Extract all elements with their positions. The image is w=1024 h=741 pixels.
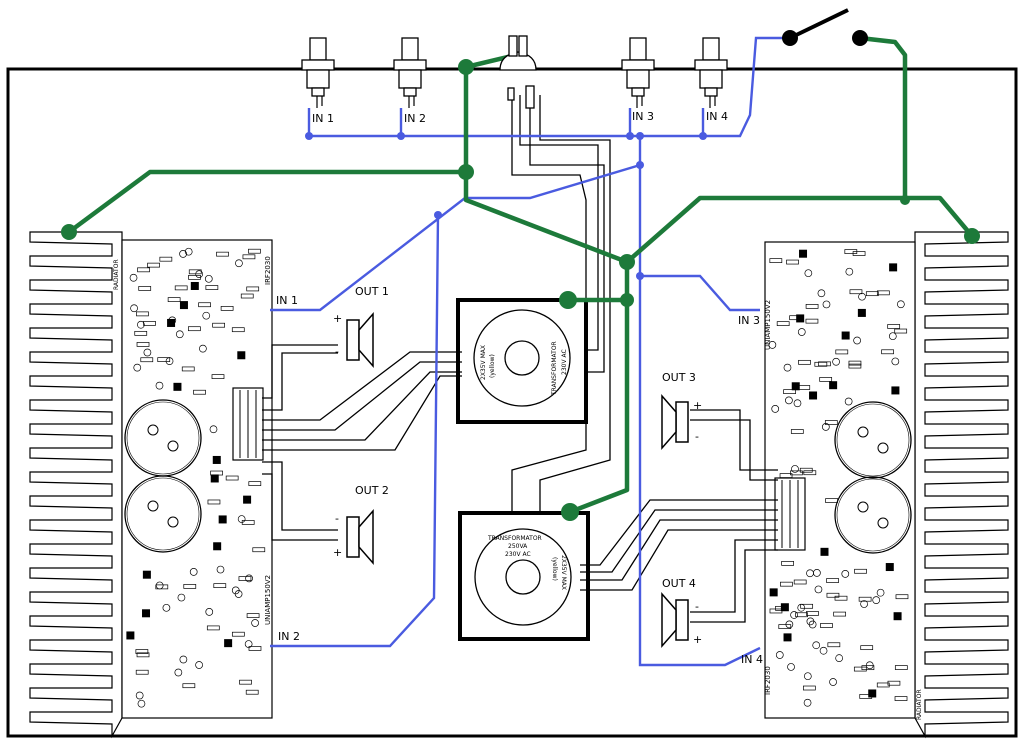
polarity-out3-plus: +	[693, 399, 702, 412]
heatsink-right-icon	[914, 231, 1009, 739]
label-out3: OUT 3	[662, 371, 696, 384]
pcb-left-bottom-id: UNIAMP150V2	[264, 575, 272, 625]
signal-junctions	[305, 132, 707, 280]
transformer-top: TRANSFORMATOR 230V AC 2X35V MAX (yellow)	[456, 298, 588, 424]
radiator-right-label: RADIATOR	[916, 689, 923, 720]
speaker-icon	[661, 592, 689, 648]
black-wiring	[262, 95, 778, 623]
label-in2-jack: IN 2	[404, 112, 426, 125]
svg-text:RADIATOR: RADIATOR	[113, 259, 120, 290]
transformer-bottom-note: (yellow)	[551, 557, 558, 581]
label-out4: OUT 4	[662, 577, 696, 590]
toroid-transformer-icon	[473, 309, 571, 407]
svg-text:IRF2030: IRF2030	[764, 666, 772, 695]
pcb-left-top-id: IRF2030	[264, 256, 272, 285]
transformer-bottom-label: TRANSFORMATOR	[487, 535, 542, 542]
svg-text:UNIAMP150V2: UNIAMP150V2	[264, 575, 272, 625]
label-in2-pcb: IN 2	[278, 630, 300, 643]
pcb-right-components	[768, 249, 909, 707]
transformer-bottom-power: 250VA	[508, 543, 528, 550]
rca-jack-icon	[393, 37, 427, 108]
capacitor-right-bottom	[834, 476, 912, 554]
rca-jack-icon	[301, 37, 335, 108]
pcb-right-top-id: UNIAMP150V2	[764, 300, 772, 350]
polarity-out4-plus: +	[693, 633, 702, 646]
pcb-left-components	[126, 247, 266, 708]
svg-text:RADIATOR: RADIATOR	[916, 689, 923, 720]
polarity-out2-plus: +	[333, 546, 342, 559]
heatsink-left-icon	[29, 231, 123, 739]
transformer-top-note: (yellow)	[489, 354, 496, 378]
rca-jacks	[301, 37, 728, 108]
transformer-top-secondary: 2X35V MAX	[480, 345, 487, 380]
fuse-icon	[499, 35, 537, 109]
polarity-out4-minus: -	[695, 600, 699, 613]
capacitor-left-bottom	[124, 475, 202, 553]
rca-jack-icon	[621, 37, 655, 108]
transformer-top-primary: 230V AC	[561, 349, 568, 375]
label-in1-pcb: IN 1	[276, 294, 298, 307]
rca-jack-icon	[694, 37, 728, 108]
transformer-top-label: TRANSFORMATOR	[551, 341, 558, 396]
speakers	[346, 312, 689, 648]
power-switch-icon[interactable]	[782, 8, 868, 46]
label-in1-jack: IN 1	[312, 112, 334, 125]
polarity-out1-minus: -	[335, 345, 339, 358]
svg-text:IRF2030: IRF2030	[264, 256, 272, 285]
polarity-out2-minus: -	[335, 512, 339, 525]
label-out1: OUT 1	[355, 285, 389, 298]
transformer-bottom-secondary: 2X35V MAX	[560, 555, 567, 590]
label-out2: OUT 2	[355, 484, 389, 497]
label-in3-jack: IN 3	[632, 110, 654, 123]
polarity-out1-plus: +	[333, 312, 342, 325]
polarity-out3-minus: -	[695, 430, 699, 443]
label-in4-jack: IN 4	[706, 110, 728, 123]
transformer-bottom: TRANSFORMATOR 250VA 230V AC 2X35V MAX (y…	[458, 511, 590, 641]
ground-wiring	[66, 35, 975, 515]
speaker-icon	[346, 312, 374, 368]
capacitor-right-top	[834, 401, 912, 479]
pcb-right-bottom-id: IRF2030	[764, 666, 772, 695]
svg-text:UNIAMP150V2: UNIAMP150V2	[764, 300, 772, 350]
transformer-bottom-primary: 230V AC	[505, 551, 531, 558]
speaker-icon	[661, 394, 689, 450]
radiator-left-label: RADIATOR	[113, 259, 120, 290]
ground-junctions	[61, 59, 980, 521]
label-in3-pcb: IN 3	[738, 314, 760, 327]
label-in4-pcb: IN 4	[741, 653, 763, 666]
toroid-transformer-icon	[474, 528, 572, 626]
speaker-icon	[346, 509, 374, 565]
